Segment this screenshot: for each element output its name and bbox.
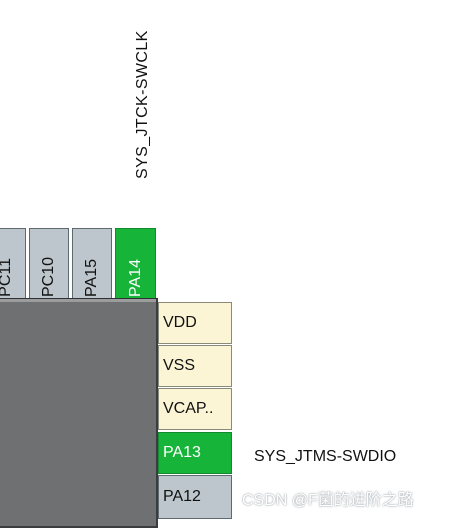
mcu-chip-body <box>0 298 158 528</box>
pin-pa12[interactable]: PA12 <box>158 475 232 519</box>
pin-label: PA14 <box>126 259 144 297</box>
pin-label: PA13 <box>163 444 201 461</box>
pin-vss[interactable]: VSS <box>158 345 232 387</box>
pin-label: PA15 <box>83 259 100 297</box>
pin-pa15[interactable]: PA15 <box>72 228 112 302</box>
pin-vcap[interactable]: VCAP.. <box>158 388 232 430</box>
watermark-text: CSDN @F菌的进阶之路 <box>242 492 414 509</box>
signal-label-pa13: SYS_JTMS-SWDIO <box>254 448 397 465</box>
pin-label: PA12 <box>163 488 201 505</box>
chip-edge-highlight <box>0 299 156 302</box>
pin-pa14[interactable]: PA14 <box>115 228 156 302</box>
pin-label: PC10 <box>40 256 57 297</box>
pin-label: VSS <box>163 357 196 374</box>
pin-label: VDD <box>163 314 197 331</box>
pin-label: VCAP.. <box>163 400 214 417</box>
pin-label: PC11 <box>0 258 14 297</box>
pin-pc11[interactable]: PC11 <box>0 228 26 302</box>
pin-pc10[interactable]: PC10 <box>29 228 69 302</box>
pin-pa13[interactable]: PA13 <box>158 432 232 474</box>
signal-label-pa14: SYS_JTCK-SWCLK <box>134 30 151 179</box>
pin-vdd[interactable]: VDD <box>158 302 232 344</box>
